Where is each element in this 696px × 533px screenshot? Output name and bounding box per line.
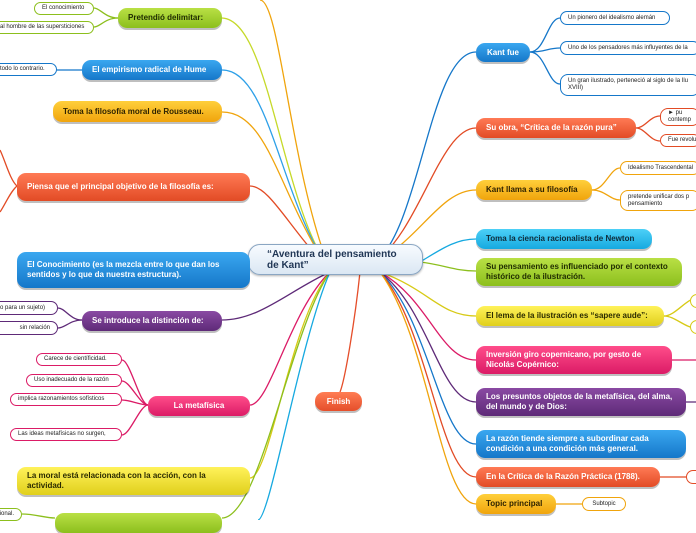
node-metafisica[interactable]: La metafísica — [148, 396, 250, 416]
link-razon — [379, 271, 477, 445]
node-contexto-ilustracion[interactable]: Su pensamiento es influenciado por el co… — [476, 258, 682, 286]
sub-pionero-idealismo[interactable]: Un pionero del idealismo alemán — [560, 11, 670, 25]
link-metafisica — [249, 271, 331, 406]
node-conocimiento[interactable]: El Conocimiento (es la mezcla entre lo q… — [17, 252, 250, 288]
sub-sin-relacion[interactable]: sin relación — [0, 321, 58, 335]
sub-acional[interactable]: acional. — [0, 508, 22, 521]
sub-pensadores-influyentes[interactable]: Uno de los pensadores más influyentes de… — [560, 41, 696, 55]
finish-node[interactable]: Finish — [315, 392, 362, 411]
sub-razonamientos-sofisticos[interactable]: implica razonamientos sofísticos — [10, 393, 122, 406]
node-sapere-aude[interactable]: El lema de la ilustración es “sapere aud… — [476, 306, 664, 326]
sub-obra-1[interactable]: ► pu contemp — [660, 108, 696, 126]
link-distincion — [221, 271, 331, 321]
node-kant-llama[interactable]: Kant llama a su filosofía — [476, 180, 592, 200]
node-pretendio-delimitar[interactable]: Pretendió delimitar: — [118, 8, 222, 28]
sub-unificar[interactable]: pretende unificar dos p pensamiento — [620, 190, 696, 211]
node-distincion[interactable]: Se introduce la distinción de: — [82, 311, 222, 331]
link-finish — [339, 271, 361, 393]
sub-carece-cientificidad[interactable]: Carece de científicidad. — [36, 353, 122, 366]
node-razon-subordinar[interactable]: La razón tiende siempre a subordinar cad… — [476, 430, 686, 458]
link-lema — [379, 271, 477, 317]
sub-conocimiento[interactable]: El conocimiento — [34, 2, 94, 15]
sub-gran-ilustrado[interactable]: Un gran ilustrado, perteneció al siglo d… — [560, 74, 696, 96]
link-objetos — [379, 271, 477, 403]
node-objetivo-filosofia[interactable]: Piensa que el principal objetivo de la f… — [17, 173, 250, 201]
link-newton — [419, 238, 477, 263]
link-pretendio — [221, 17, 331, 271]
node-giro-copernicano[interactable]: Inversión giro copernicano, por gesto de… — [476, 346, 672, 374]
sub-uso-inadecuado[interactable]: Uso inadecuado de la razón — [26, 374, 122, 387]
node-rousseau[interactable]: Toma la filosofía moral de Rousseau. — [53, 101, 222, 122]
node-objetos-metafisica[interactable]: Los presuntos objetos de la metafísica, … — [476, 388, 686, 416]
node-kant-fue[interactable]: Kant fue — [476, 43, 530, 62]
sub-subtopic[interactable]: Subtopic — [582, 497, 626, 511]
sub-fue-revolu[interactable]: Fue revolu — [660, 134, 696, 147]
link-top-orange — [259, 0, 331, 271]
node-bottom-green[interactable] — [55, 513, 222, 533]
node-su-obra[interactable]: Su obra, “Crítica de la razón pura” — [476, 118, 636, 138]
link-obra — [374, 127, 477, 263]
link-copernicano — [379, 271, 477, 361]
link-empirismo — [221, 69, 331, 271]
link-bottom-green — [221, 271, 331, 519]
node-moral-accion[interactable]: La moral está relacionada con la acción,… — [17, 467, 250, 495]
sub-idealismo-trascendental[interactable]: Idealismo Trascendental — [620, 161, 696, 175]
sub-ideas-metafisicas[interactable]: Las ideas metafísicas no surgen, — [10, 428, 122, 441]
sub-practica[interactable] — [686, 470, 696, 484]
link-ilustracion — [419, 261, 477, 272]
node-topic-principal[interactable]: Topic principal — [476, 494, 556, 514]
node-empirismo-hume[interactable]: El empirismo radical de Hume — [82, 60, 222, 80]
sub-hombre-supersticiones[interactable]: al hombre de las supersticiones — [0, 21, 94, 34]
link-rousseau — [221, 111, 331, 271]
link-topic — [379, 271, 477, 505]
link-practica — [379, 271, 477, 478]
central-topic[interactable]: “Aventura del pensamiento de Kant” — [248, 244, 423, 275]
sub-todo-lo-contrario[interactable]: todo lo contrario. — [0, 63, 57, 76]
node-razon-practica[interactable]: En la Crítica de la Razón Práctica (1788… — [476, 467, 660, 487]
link-bottom-cyan — [257, 271, 331, 520]
sub-para-un-sujeto[interactable]: o para un sujeto) — [0, 301, 58, 315]
link-kant-fue — [374, 51, 477, 263]
node-ciencia-newton[interactable]: Toma la ciencia racionalista de Newton — [476, 229, 652, 249]
